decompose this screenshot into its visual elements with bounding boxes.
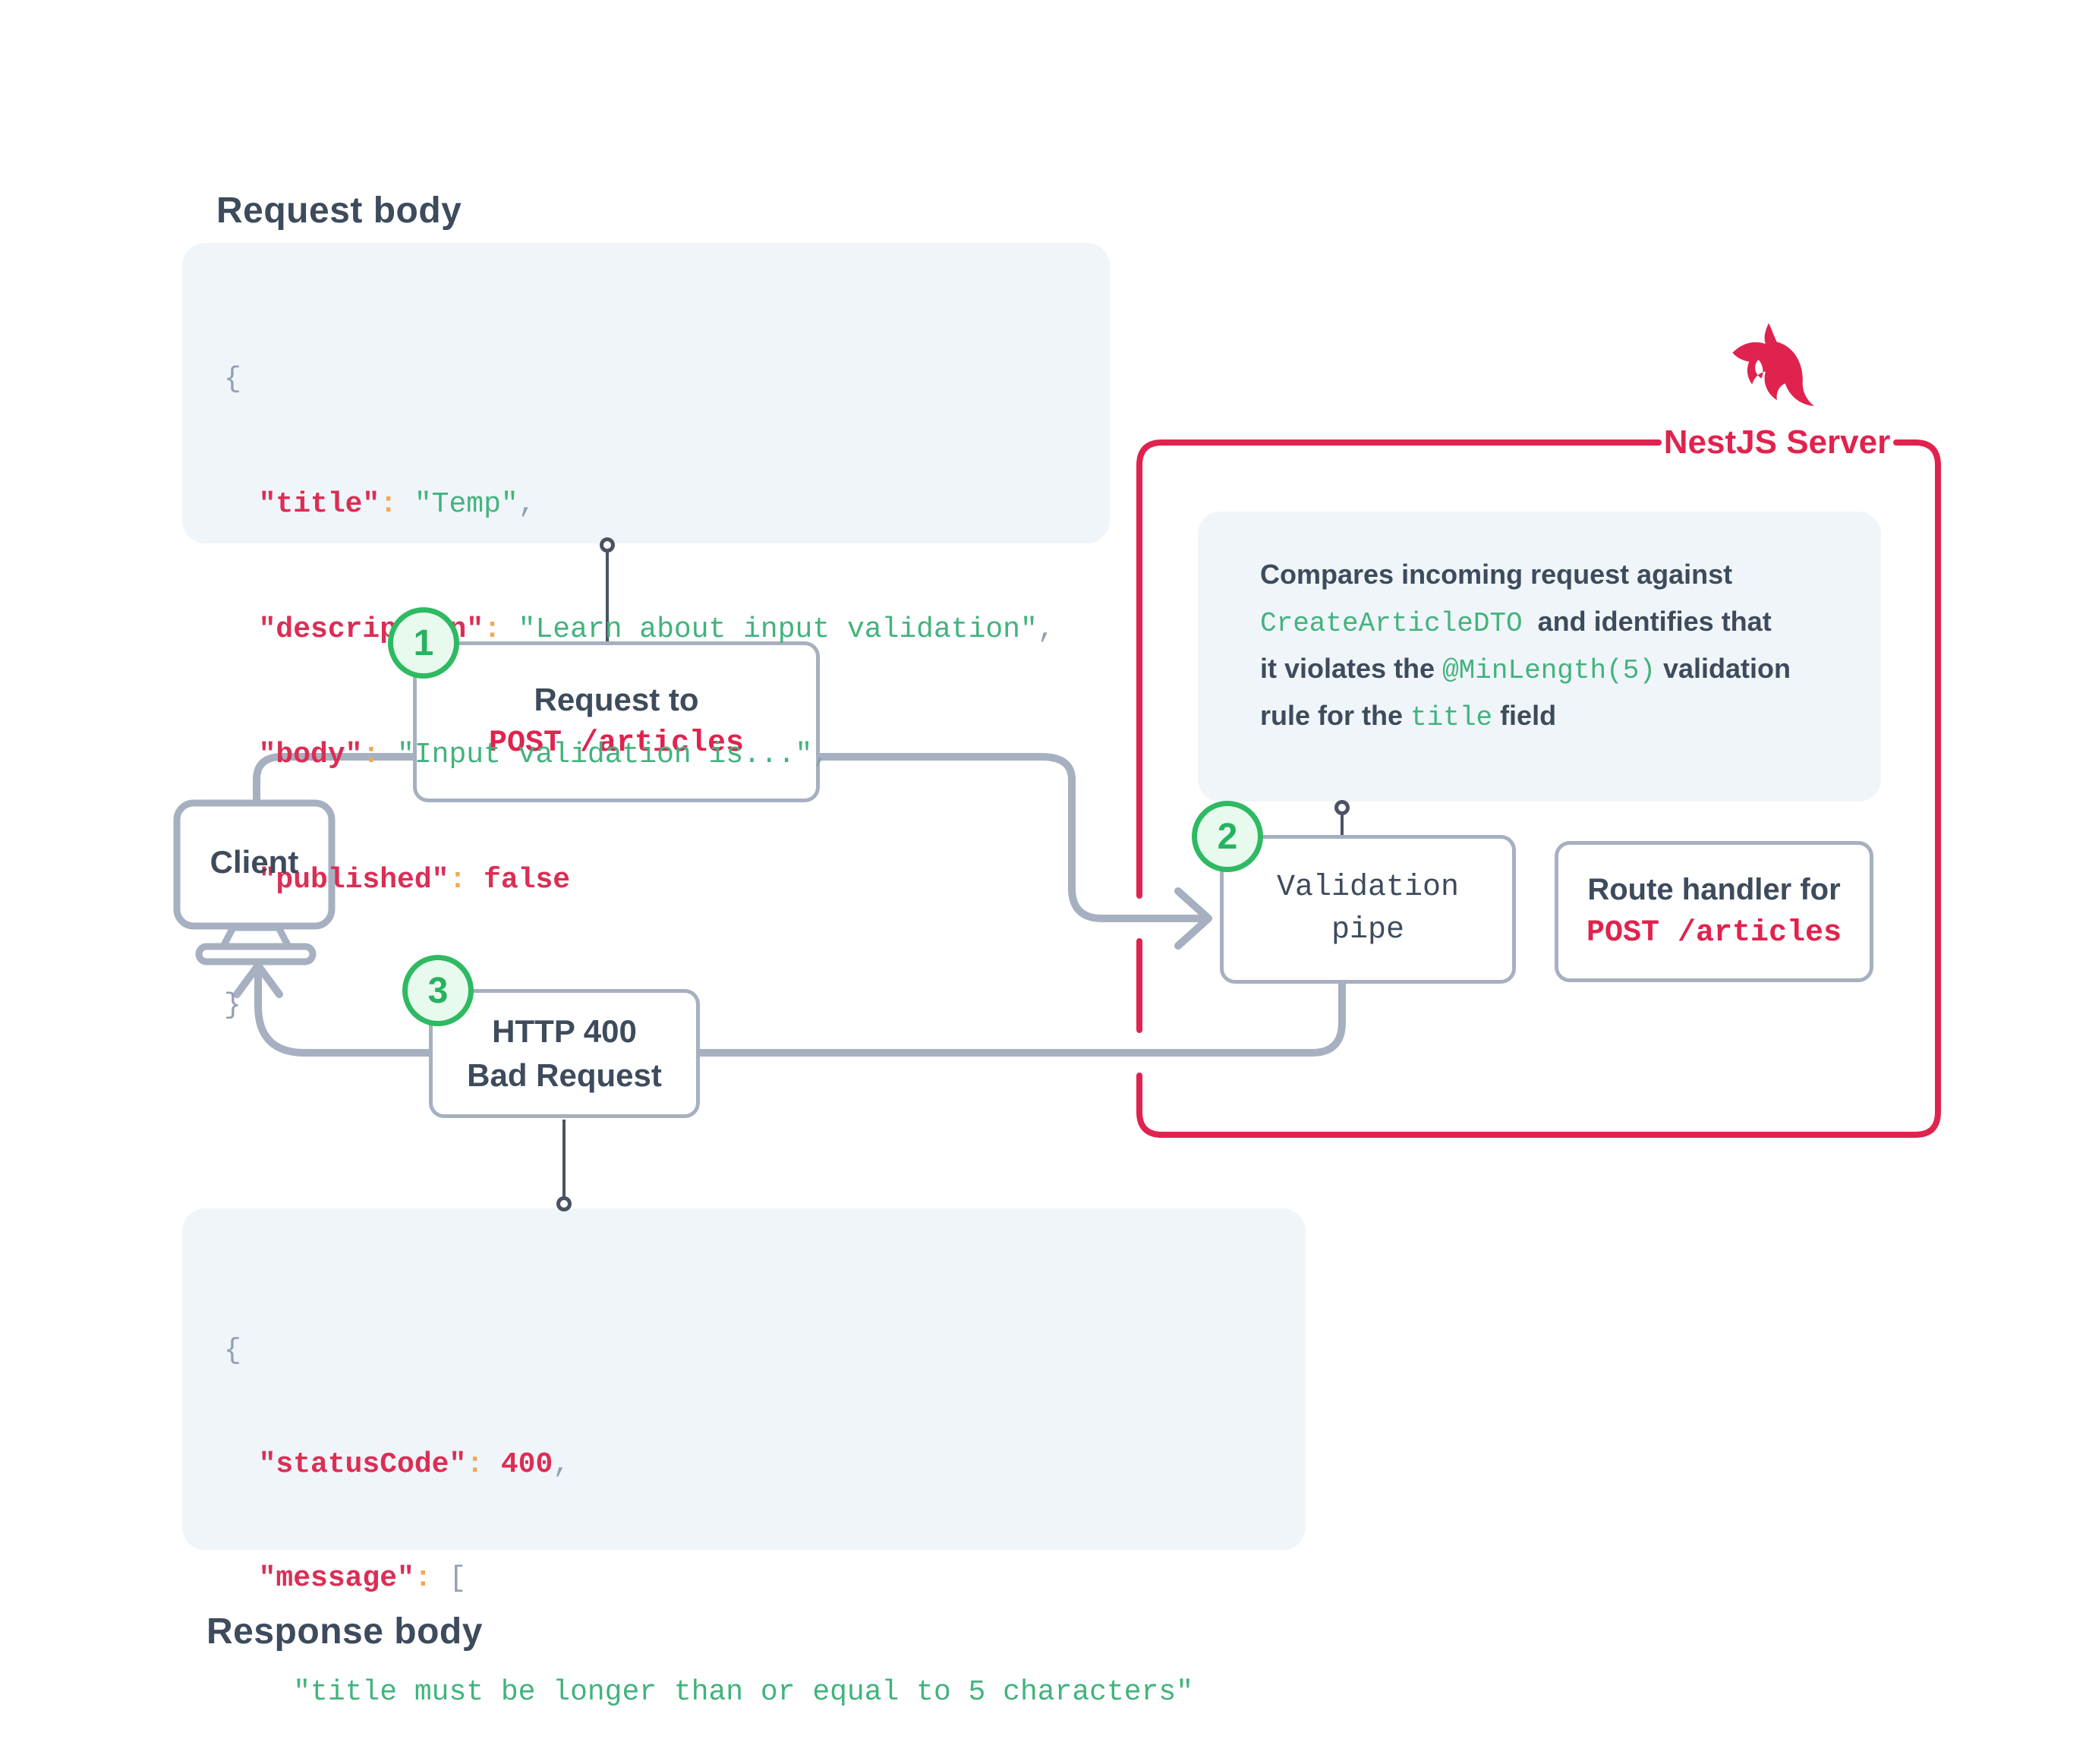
- line-request-to-client: [253, 753, 420, 805]
- request-to-label: Request to: [534, 682, 699, 717]
- code-line: {: [224, 363, 241, 395]
- line-validation-to-http400: [695, 978, 1346, 1057]
- http-400-label-1: HTTP 400: [492, 1013, 637, 1049]
- code-line: "statusCode": 400,: [224, 1448, 571, 1481]
- code-line: "title": "Temp",: [224, 488, 536, 521]
- request-to-node: Request to POST /articles: [413, 641, 820, 802]
- step-1-badge: 1: [388, 607, 459, 679]
- line-http400-to-client: [254, 971, 435, 1057]
- connector-dot-response-json: [556, 1196, 572, 1211]
- arrowhead-into-client: [233, 962, 283, 998]
- compares-line-4: rule for the title field: [1260, 700, 1557, 733]
- compares-note-box: [1198, 512, 1881, 802]
- nestjs-server-border: [1136, 439, 1941, 1138]
- arrowhead-into-validation: [1174, 887, 1212, 950]
- connector-dot-request-json: [600, 537, 615, 553]
- code-line: "message": [: [224, 1562, 467, 1595]
- validation-pipe-node: Validation pipe: [1220, 835, 1516, 984]
- attachment-lines: [562, 553, 1344, 1198]
- line-request-to-server: [814, 753, 1206, 922]
- nestjs-server-label: NestJS Server: [1663, 424, 1891, 461]
- request-json-code: { "title": "Temp", "description": "Learn…: [224, 275, 1055, 1110]
- client-label: Client: [210, 844, 299, 880]
- code-line: "title must be longer than or equal to 5…: [224, 1676, 1194, 1709]
- step-2-badge: 2: [1192, 801, 1263, 872]
- request-body-heading: Request body: [216, 191, 462, 231]
- route-handler-node: Route handler for POST /articles: [1555, 841, 1873, 982]
- compares-line-1: Compares incoming request against: [1260, 559, 1733, 590]
- monitor-icon: [173, 799, 336, 965]
- code-line: "published": false: [224, 864, 571, 896]
- route-handler-endpoint: POST /articles: [1586, 916, 1842, 950]
- http-400-label-2: Bad Request: [467, 1057, 662, 1093]
- validation-pipe-label-2: pipe: [1331, 913, 1404, 947]
- code-line: "body": "Input validation is...",: [224, 739, 830, 771]
- compares-line-3: it violates the @MinLength(5) validation: [1260, 653, 1791, 686]
- http-400-node: HTTP 400 Bad Request: [429, 989, 700, 1118]
- request-json-box: [182, 243, 1110, 543]
- flow-lines: [233, 753, 1346, 1057]
- response-json-box: [182, 1208, 1306, 1550]
- code-line: "description": "Learn about input valida…: [224, 613, 1055, 646]
- compares-line-2: CreateArticleDTO and identifies that: [1260, 606, 1772, 639]
- route-handler-label: Route handler for: [1587, 873, 1841, 906]
- response-json-code: { "statusCode": 400, "message": [ "title…: [224, 1256, 1193, 1764]
- code-line: {: [224, 1334, 241, 1367]
- response-body-heading: Response body: [206, 1611, 483, 1652]
- nestjs-logo-icon: [1732, 323, 1814, 406]
- validation-pipe-label-1: Validation: [1276, 871, 1460, 905]
- request-to-endpoint: POST /articles: [488, 726, 745, 761]
- code-line: }: [224, 989, 241, 1022]
- connector-dot-compares: [1334, 800, 1350, 815]
- step-3-badge: 3: [402, 955, 474, 1026]
